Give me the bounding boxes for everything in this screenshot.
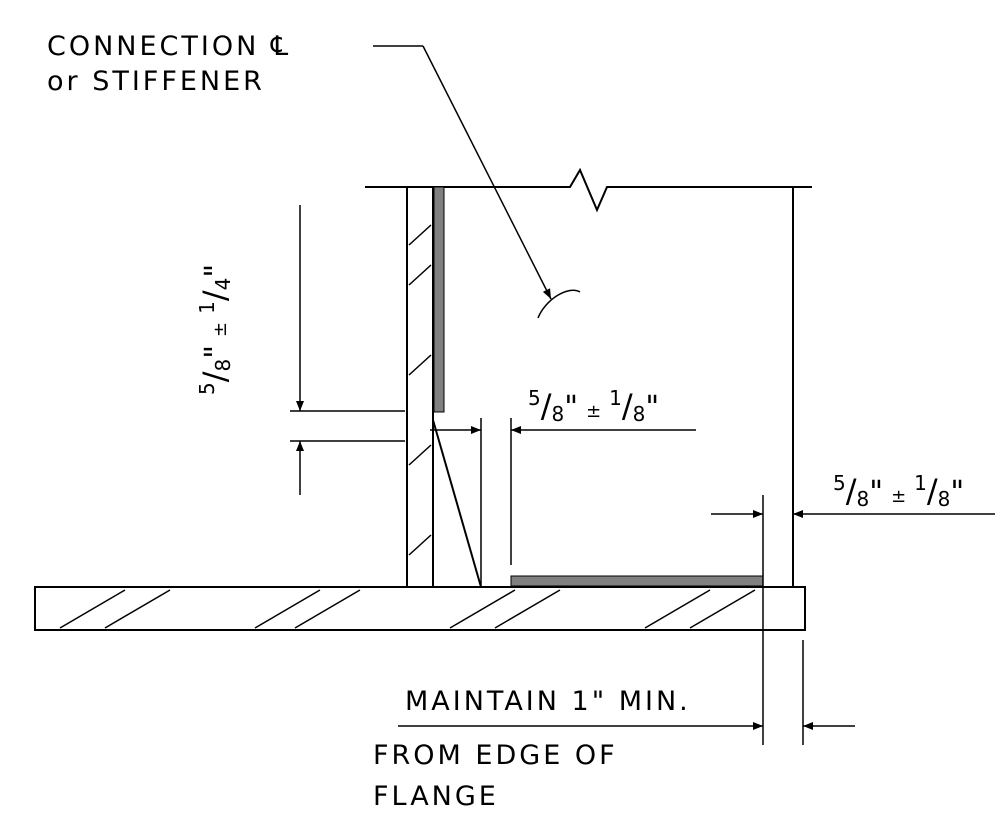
edge-dimension <box>711 495 995 745</box>
web-plate <box>406 187 434 587</box>
label-leader <box>373 45 581 319</box>
vertical-dimension <box>290 205 405 495</box>
vertical-dimension-label: 5/8"±1/4" <box>195 263 235 395</box>
maintain-label-line2: FROM EDGE OF <box>373 740 618 771</box>
horizontal-weld <box>510 575 764 587</box>
maintain-label-line1: MAINTAIN 1" MIN. <box>405 686 691 717</box>
flange-plate <box>34 586 806 631</box>
connection-label-line2: or STIFFENER <box>47 66 265 97</box>
maintain-label-line3: FLANGE <box>373 781 499 812</box>
connection-label-line1: CONNECTION ℄ <box>47 31 292 62</box>
horizontal-dimension <box>430 418 696 587</box>
connection-plate <box>365 167 812 588</box>
vertical-weld <box>433 186 445 413</box>
edge-dimension-label: 5/8"±1/8" <box>833 471 965 511</box>
horizontal-dimension-label: 5/8"±1/8" <box>528 386 660 426</box>
